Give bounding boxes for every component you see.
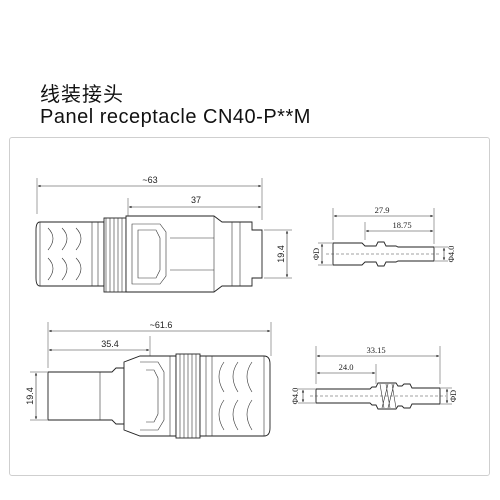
top-pin-left-diameter: ΦD: [311, 248, 321, 260]
bottom-connector: ~61.6 35.4 19.4: [25, 320, 272, 439]
bottom-pin-left-diameter: Φ4.0: [290, 388, 300, 405]
bottom-pin: 33.15 24.0 Φ4.0 ΦD: [290, 345, 458, 410]
top-pin: 27.9 18.75 ΦD Φ4.0: [311, 205, 456, 267]
top-pin-partial-dim-label: 18.75: [392, 220, 411, 230]
bottom-housing: [123, 355, 177, 437]
bottom-nut: [199, 355, 271, 437]
top-housing: [125, 215, 263, 293]
top-body-dim-label: 37: [191, 195, 201, 205]
top-thread: [103, 217, 127, 293]
top-connector: ~63 37 19.4: [35, 175, 292, 293]
bottom-pin-right-diameter: ΦD: [448, 390, 458, 402]
top-height-dim-label: 19.4: [276, 245, 286, 263]
bottom-pin-tube: [47, 367, 125, 425]
drawing-frame: [9, 137, 490, 476]
top-pin-right-diameter: Φ4.0: [446, 246, 456, 263]
top-nut: [35, 221, 105, 287]
top-pin-total-dim-label: 27.9: [375, 205, 390, 215]
bottom-overall-dim-label: ~61.6: [150, 320, 173, 330]
bottom-height-dim-label: 19.4: [25, 387, 35, 405]
bottom-partial-dim-label: 35.4: [101, 339, 119, 349]
top-overall-dim-label: ~63: [142, 175, 157, 185]
bottom-pin-partial-dim-label: 24.0: [339, 362, 354, 372]
title-chinese: 线装接头: [40, 82, 124, 106]
bottom-pin-total-dim-label: 33.15: [366, 345, 385, 355]
title-english: Panel receptacle CN40-P**M: [40, 106, 311, 128]
